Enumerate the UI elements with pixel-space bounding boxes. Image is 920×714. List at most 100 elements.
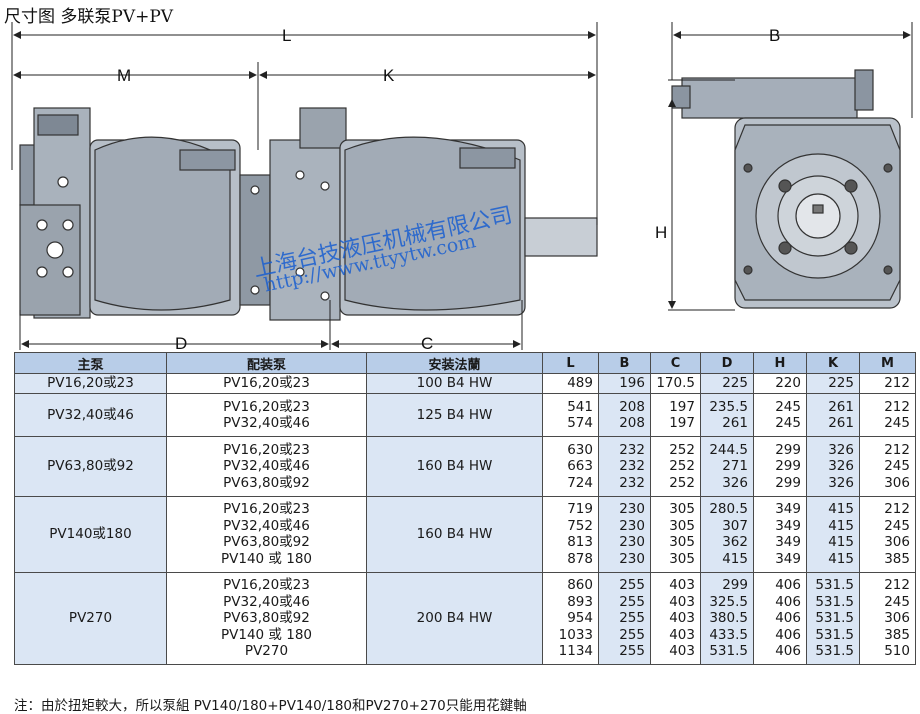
paired-pump-entry: PV16,20或23	[223, 375, 310, 392]
dim-M-cell: 212	[859, 373, 916, 394]
dim-value: 230	[619, 550, 645, 567]
column-header: K	[806, 352, 860, 374]
dim-value: 1134	[558, 643, 593, 659]
paired-pump-entry: PV63,80或92	[223, 534, 310, 550]
dim-value: 305	[669, 517, 695, 534]
dim-value: 403	[669, 577, 695, 593]
dim-value: 245	[884, 593, 910, 610]
dim-value: 860	[567, 577, 593, 593]
dim-M-label: M	[117, 66, 131, 85]
page-title: 尺寸图 多联泵PV+PV	[4, 7, 174, 27]
dim-value: 197	[669, 398, 695, 415]
dim-B-label: B	[769, 26, 780, 45]
dim-value: 325.5	[709, 593, 748, 610]
dim-value: 306	[884, 534, 910, 550]
footnote: 注：由於扭矩較大，所以泵組 PV140/180+PV140/180和PV270+…	[14, 698, 527, 714]
dim-value: 349	[775, 501, 801, 517]
dim-value: 220	[775, 375, 801, 392]
dim-value: 403	[669, 593, 695, 610]
dim-value: 403	[669, 610, 695, 626]
paired-pump-entry: PV16,20或23	[223, 501, 310, 517]
dim-value: 212	[884, 398, 910, 415]
dim-C-label: C	[421, 334, 433, 352]
dim-value: 510	[884, 643, 910, 659]
paired-pump-entry: PV32,40或46	[223, 415, 310, 431]
main-pump-cell: PV270	[14, 571, 167, 665]
dim-value: 252	[669, 474, 695, 491]
dim-value: 245	[884, 517, 910, 534]
flange-cell: 125 B4 HW	[366, 393, 543, 437]
dim-value: 724	[567, 474, 593, 491]
paired-pump-entry: PV140 或 180	[221, 550, 312, 567]
dim-value: 225	[722, 375, 748, 392]
dim-value: 261	[828, 415, 854, 431]
dim-value: 232	[619, 474, 645, 491]
dim-value: 170.5	[656, 375, 695, 392]
dim-value: 245	[775, 398, 801, 415]
dim-H-label: H	[655, 223, 667, 242]
paired-pump-entry: PV16,20或23	[223, 577, 310, 593]
dim-value: 255	[619, 610, 645, 626]
dim-value: 893	[567, 593, 593, 610]
dim-value: 719	[567, 501, 593, 517]
dim-value: 196	[619, 375, 645, 392]
dim-value: 225	[828, 375, 854, 392]
dim-value: 326	[828, 474, 854, 491]
dim-value: 271	[722, 458, 748, 474]
dim-value: 230	[619, 517, 645, 534]
column-header: L	[542, 352, 599, 374]
dim-value: 305	[669, 501, 695, 517]
column-header: M	[859, 352, 916, 374]
paired-pump-entry: PV32,40或46	[223, 458, 310, 474]
column-header: 主泵	[14, 352, 167, 374]
dim-value: 415	[828, 534, 854, 550]
dim-K-cell: 225	[806, 373, 860, 394]
dim-value: 385	[884, 550, 910, 567]
dim-value: 531.5	[709, 643, 748, 659]
side-view	[19, 107, 598, 321]
dim-B-cell: 196	[598, 373, 651, 394]
dim-value: 255	[619, 643, 645, 659]
dim-value: 212	[884, 441, 910, 458]
dim-value: 255	[619, 626, 645, 643]
dim-value: 406	[775, 626, 801, 643]
paired-pump-entry: PV63,80或92	[223, 610, 310, 626]
dim-value: 531.5	[815, 577, 854, 593]
dim-value: 235.5	[709, 398, 748, 415]
dim-value: 208	[619, 415, 645, 431]
dim-value: 489	[567, 375, 593, 392]
dim-value: 299	[775, 474, 801, 491]
dim-value: 306	[884, 610, 910, 626]
column-header: 配装泵	[166, 352, 367, 374]
dim-value: 630	[567, 441, 593, 458]
column-header: D	[700, 352, 754, 374]
dim-value: 531.5	[815, 610, 854, 626]
paired-pump-entry: PV32,40或46	[223, 517, 310, 534]
dim-value: 406	[775, 593, 801, 610]
dim-value: 326	[722, 474, 748, 491]
dim-value: 245	[884, 458, 910, 474]
flange-cell: 160 B4 HW	[366, 495, 543, 573]
dim-value: 406	[775, 643, 801, 659]
dim-K-label: K	[383, 66, 395, 85]
dim-value: 380.5	[709, 610, 748, 626]
paired-pump-entry: PV270	[244, 643, 289, 659]
